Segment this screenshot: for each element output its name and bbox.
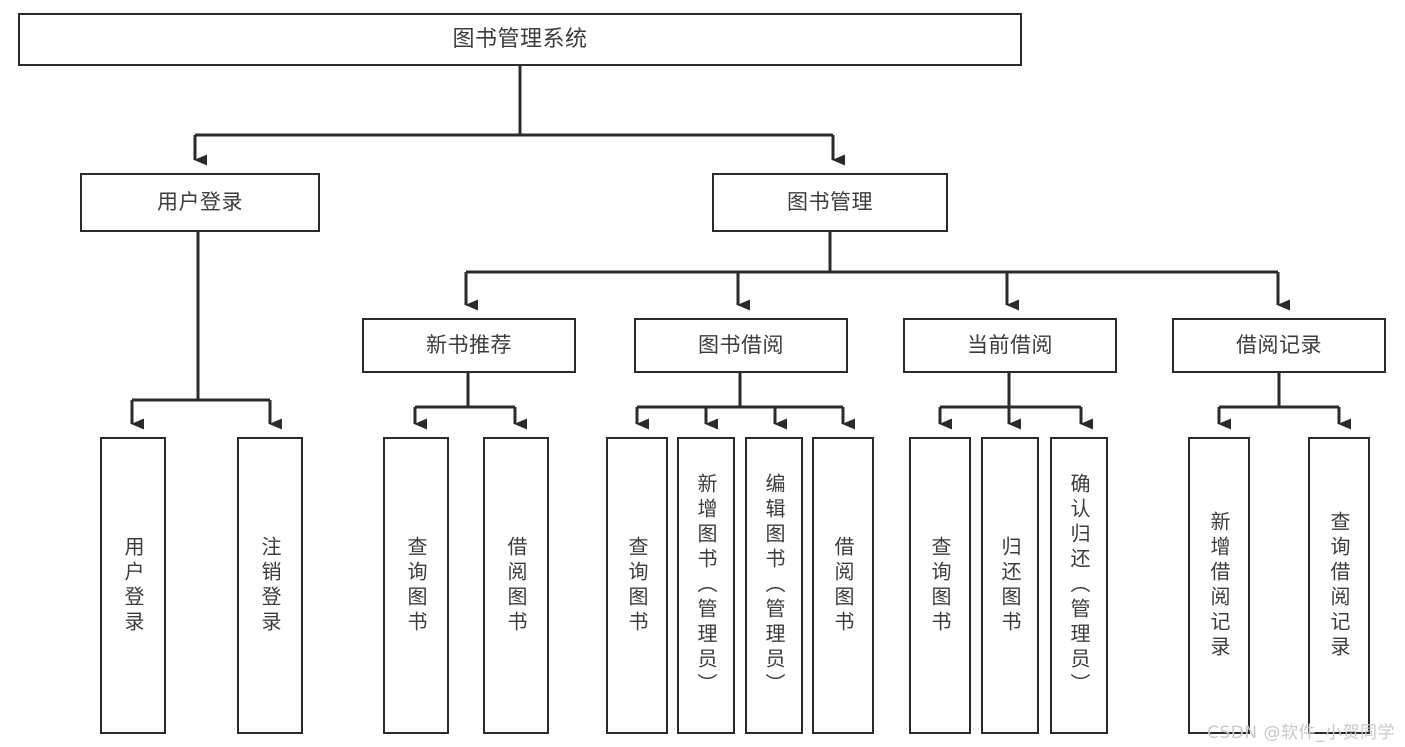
node-leaf-return-book[interactable]: 归还图书 — [981, 437, 1039, 734]
node-leaf-borrow-book-1-label: 借阅图书 — [504, 535, 528, 636]
node-book-borrow-label: 图书借阅 — [698, 333, 784, 358]
node-leaf-add-book-label: 新增图书（管理员） — [694, 473, 718, 698]
node-leaf-query-book-2[interactable]: 查询图书 — [606, 437, 668, 734]
node-current-borrow-label: 当前借阅 — [967, 333, 1053, 358]
node-leaf-user-login[interactable]: 用户登录 — [100, 437, 166, 734]
node-leaf-return-book-label: 归还图书 — [998, 535, 1022, 636]
node-book-manage-label: 图书管理 — [787, 190, 873, 215]
node-leaf-borrow-book-2[interactable]: 借阅图书 — [812, 437, 874, 734]
node-leaf-edit-book-label: 编辑图书（管理员） — [762, 473, 786, 698]
node-user-login-label: 用户登录 — [157, 190, 243, 215]
node-leaf-query-book-3[interactable]: 查询图书 — [909, 437, 971, 734]
node-root-label: 图书管理系统 — [452, 26, 588, 52]
node-leaf-logout-login[interactable]: 注销登录 — [237, 437, 303, 734]
node-root[interactable]: 图书管理系统 — [18, 13, 1022, 66]
node-borrow-record[interactable]: 借阅记录 — [1172, 318, 1386, 373]
node-leaf-query-book-1-label: 查询图书 — [404, 535, 428, 636]
node-leaf-logout-login-label: 注销登录 — [258, 535, 282, 636]
node-user-login[interactable]: 用户登录 — [80, 173, 320, 232]
node-leaf-edit-book[interactable]: 编辑图书（管理员） — [745, 437, 803, 734]
node-new-book-recommend[interactable]: 新书推荐 — [362, 318, 576, 373]
node-leaf-confirm-return-label: 确认归还（管理员） — [1067, 473, 1091, 698]
node-leaf-borrow-book-2-label: 借阅图书 — [831, 535, 855, 636]
node-leaf-confirm-return[interactable]: 确认归还（管理员） — [1050, 437, 1108, 734]
node-leaf-query-record-label: 查询借阅记录 — [1327, 510, 1351, 661]
node-book-borrow[interactable]: 图书借阅 — [634, 318, 848, 373]
node-borrow-record-label: 借阅记录 — [1236, 333, 1322, 358]
node-new-book-recommend-label: 新书推荐 — [426, 333, 512, 358]
node-leaf-query-book-1[interactable]: 查询图书 — [383, 437, 449, 734]
node-leaf-add-record[interactable]: 新增借阅记录 — [1188, 437, 1250, 734]
node-leaf-borrow-book-1[interactable]: 借阅图书 — [483, 437, 549, 734]
node-leaf-add-book[interactable]: 新增图书（管理员） — [677, 437, 735, 734]
node-leaf-query-book-2-label: 查询图书 — [625, 535, 649, 636]
node-current-borrow[interactable]: 当前借阅 — [903, 318, 1117, 373]
node-leaf-add-record-label: 新增借阅记录 — [1207, 510, 1231, 661]
node-leaf-user-login-label: 用户登录 — [121, 535, 145, 636]
csdn-watermark: CSDN @软件_小贺同学 — [1207, 723, 1395, 743]
node-book-manage[interactable]: 图书管理 — [712, 173, 948, 232]
node-leaf-query-record[interactable]: 查询借阅记录 — [1308, 437, 1370, 734]
node-leaf-query-book-3-label: 查询图书 — [928, 535, 952, 636]
